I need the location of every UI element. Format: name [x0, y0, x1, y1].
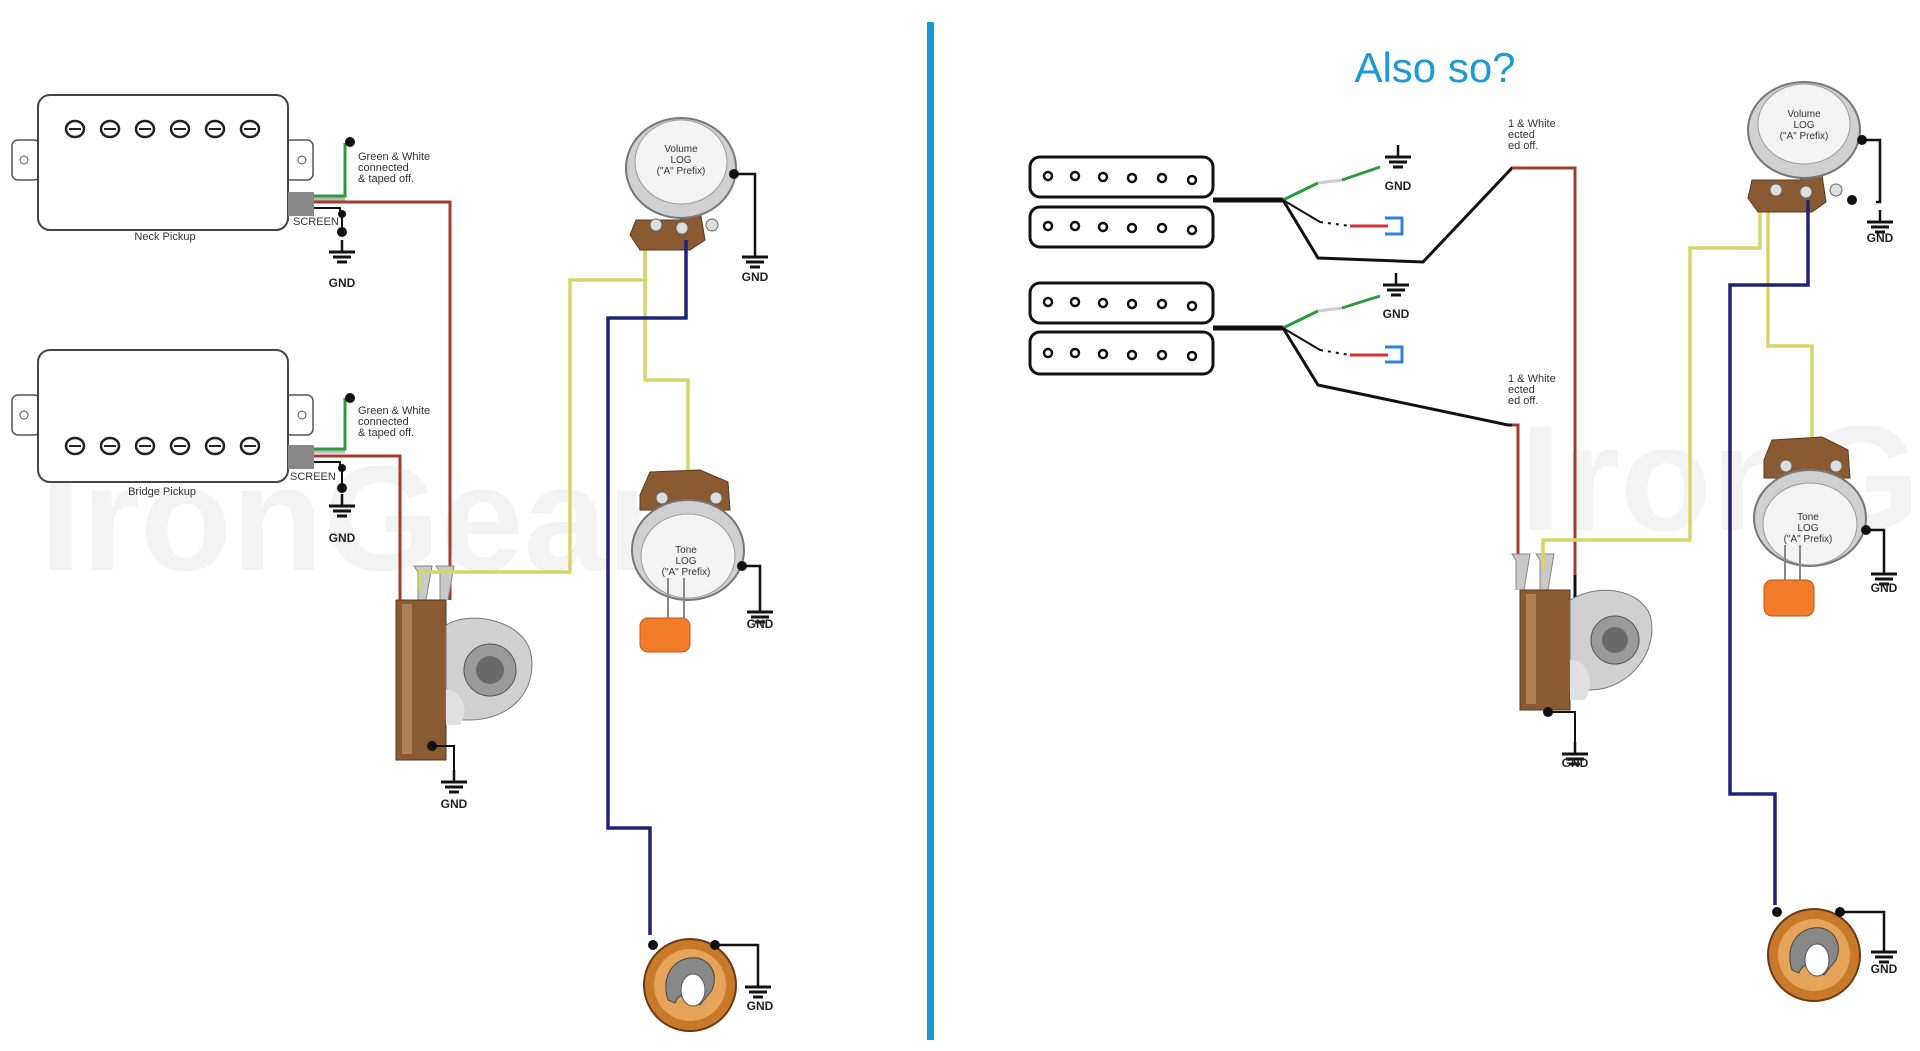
left-tone-label-3: ("A" Prefix)	[662, 567, 711, 578]
panel-divider	[927, 22, 934, 1040]
right-tone-label-1: Tone	[1797, 512, 1819, 523]
left-tone-label-2: LOG	[675, 556, 696, 567]
left-output-jack	[643, 938, 737, 1032]
neck-note-3: & taped off.	[358, 173, 414, 185]
neck-note-1: Green & White	[358, 151, 430, 163]
right-note-a-2: ected	[1508, 129, 1535, 141]
neck-pickup: Neck Pickup	[11, 94, 314, 243]
right-volume-gnd-label: GND	[1867, 231, 1894, 245]
bridge-gnd-label: GND	[329, 531, 356, 545]
left-capacitor	[639, 617, 691, 653]
right-volume-label-2: LOG	[1793, 120, 1814, 131]
right-pickup-1	[1028, 155, 1215, 249]
right-volume-pot: Volume LOG ("A" Prefix)	[1747, 81, 1861, 213]
right-tone-label-2: LOG	[1797, 523, 1818, 534]
right-note-b-3: ed off.	[1508, 395, 1538, 407]
left-panel: Neck Pickup GND SCREEN Green & White con…	[11, 94, 775, 1032]
right-pickup-2	[1028, 281, 1215, 376]
right-output-jack	[1767, 907, 1861, 1002]
right-note-a-3: ed off.	[1508, 140, 1538, 152]
right-note-b-1: 1 & White	[1508, 373, 1556, 385]
volume-gnd-label: GND	[742, 270, 769, 284]
left-volume-pot: Volume LOG ("A" Prefix)	[625, 117, 737, 251]
bridge-pickup: Bridge Pickup	[11, 349, 314, 498]
right-jack-gnd-label: GND	[1871, 962, 1898, 976]
right-gnd-1-label: GND	[1385, 179, 1412, 193]
neck-gnd-label: GND	[329, 276, 356, 290]
right-toggle-switch	[1511, 553, 1653, 711]
neck-screen-label: SCREEN	[293, 216, 339, 228]
neck-pickup-label: Neck Pickup	[134, 231, 195, 243]
right-gnd-2-label: GND	[1383, 307, 1410, 321]
right-panel: Also so? GND	[1028, 44, 1899, 1002]
tone-gnd-label: GND	[747, 617, 774, 631]
bridge-pickup-label: Bridge Pickup	[128, 486, 196, 498]
left-tone-pot: Tone LOG ("A" Prefix)	[631, 469, 745, 653]
right-note-a-1: 1 & White	[1508, 118, 1556, 130]
right-volume-label-1: Volume	[1787, 109, 1821, 120]
left-toggle-switch	[395, 565, 533, 761]
right-tone-label-3: ("A" Prefix)	[1784, 534, 1833, 545]
switch-gnd-label: GND	[441, 797, 468, 811]
bridge-note-2: connected	[358, 416, 409, 428]
right-capacitor	[1763, 579, 1815, 617]
bridge-note-1: Green & White	[358, 405, 430, 417]
left-tone-label-1: Tone	[675, 545, 697, 556]
right-switch-gnd-label: GND	[1562, 756, 1589, 770]
right-tone-pot: Tone LOG ("A" Prefix)	[1753, 436, 1867, 617]
neck-note-2: connected	[358, 162, 409, 174]
right-volume-label-3: ("A" Prefix)	[1780, 131, 1829, 142]
jack-gnd-label: GND	[747, 999, 774, 1013]
right-note-b-2: ected	[1508, 384, 1535, 396]
bridge-screen-label: SCREEN	[290, 471, 336, 483]
left-volume-label-2: LOG	[670, 155, 691, 166]
diagram-title: Also so?	[1354, 44, 1515, 91]
left-volume-label-1: Volume	[664, 144, 698, 155]
right-tone-gnd-label: GND	[1871, 581, 1898, 595]
left-volume-label-3: ("A" Prefix)	[657, 166, 706, 177]
bridge-note-3: & taped off.	[358, 427, 414, 439]
